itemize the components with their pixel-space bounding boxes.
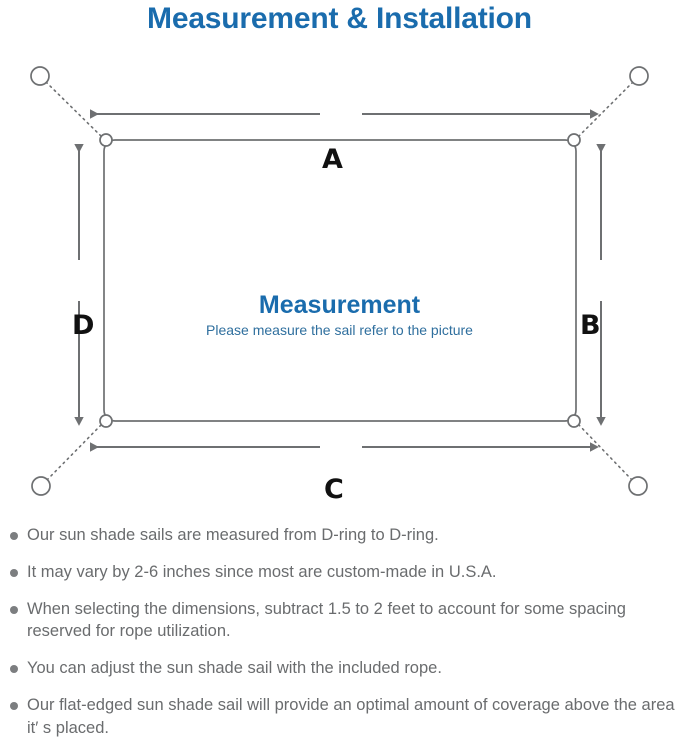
dimension-label-b: B bbox=[580, 310, 601, 341]
list-item: It may vary by 2-6 inches since most are… bbox=[0, 561, 679, 584]
sail-outline bbox=[103, 139, 577, 422]
list-item-text: You can adjust the sun shade sail with t… bbox=[27, 659, 442, 678]
dimension-label-a: A bbox=[322, 144, 343, 175]
list-item-text: It may vary by 2-6 inches since most are… bbox=[27, 562, 497, 581]
list-item-text: Our sun shade sails are measured from D-… bbox=[27, 526, 439, 544]
rope-lines bbox=[45, 81, 634, 481]
list-item: When selecting the dimensions, subtract … bbox=[0, 598, 679, 644]
list-item: Our flat-edged sun shade sail will provi… bbox=[0, 694, 679, 740]
anchor-rings bbox=[30, 66, 649, 496]
list-item: You can adjust the sun shade sail with t… bbox=[0, 657, 679, 680]
rope-line-top-left bbox=[45, 81, 103, 138]
dimension-arrows bbox=[74, 109, 606, 452]
d-ring-bottom-left bbox=[99, 414, 113, 428]
d-ring-top-right bbox=[567, 133, 581, 147]
list-item-text: Our flat-edged sun shade sail will provi… bbox=[27, 695, 675, 737]
measurement-diagram: A B C D Measurement Please measure the s… bbox=[0, 48, 679, 518]
anchor-ring-top-right bbox=[629, 66, 649, 86]
d-rings bbox=[99, 133, 581, 428]
dimension-label-d: D bbox=[72, 310, 95, 341]
anchor-ring-bottom-left bbox=[31, 476, 51, 496]
rope-line-top-right bbox=[577, 81, 634, 138]
dimension-label-c: C bbox=[324, 474, 344, 505]
bullet-dot-icon bbox=[10, 568, 18, 577]
notes-list: Our sun shade sails are measured from D-… bbox=[0, 524, 679, 753]
bullet-dot-icon bbox=[10, 605, 18, 614]
bullet-dot-icon bbox=[10, 532, 18, 540]
bullet-dot-icon bbox=[10, 701, 18, 710]
diagram-canvas bbox=[30, 66, 649, 496]
rope-line-bottom-right bbox=[577, 423, 633, 481]
bullet-dot-icon bbox=[10, 665, 18, 674]
d-ring-bottom-right bbox=[567, 414, 581, 428]
page-title: Measurement & Installation bbox=[147, 2, 532, 35]
list-item-text: When selecting the dimensions, subtract … bbox=[27, 599, 626, 641]
d-ring-top-left bbox=[99, 133, 113, 147]
rope-line-bottom-left bbox=[46, 423, 103, 481]
list-item: Our sun shade sails are measured from D-… bbox=[0, 524, 679, 547]
anchor-ring-top-left bbox=[30, 66, 50, 86]
anchor-ring-bottom-right bbox=[628, 476, 648, 496]
